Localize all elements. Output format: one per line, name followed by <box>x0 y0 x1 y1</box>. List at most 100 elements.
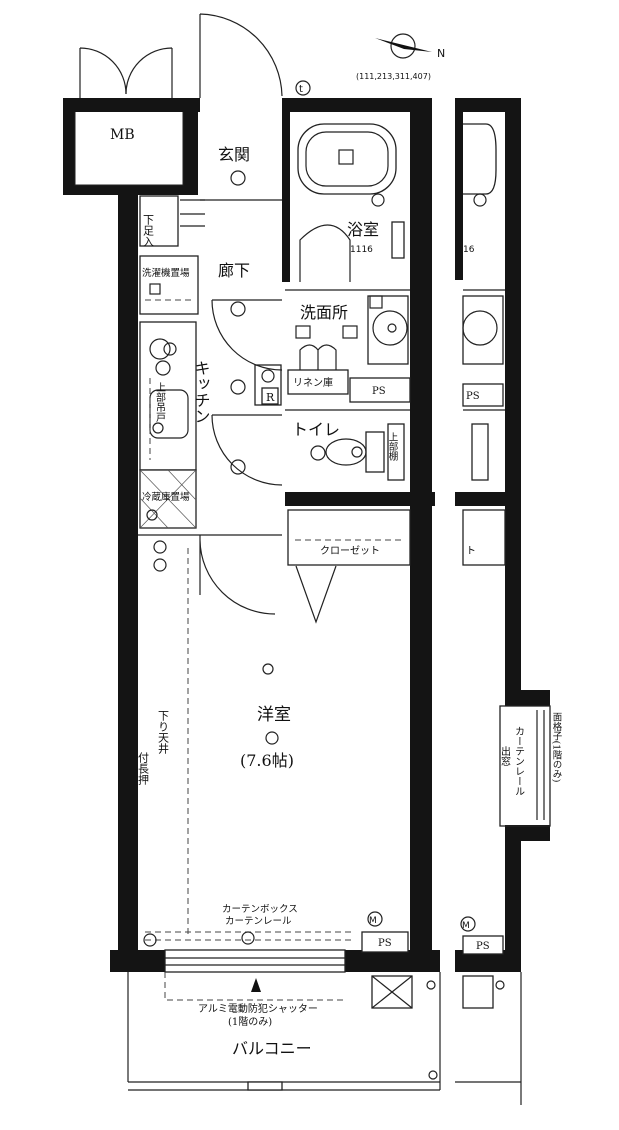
room-ceiling-light-icon <box>262 663 274 675</box>
faucet-icon <box>152 422 164 434</box>
balcony-drain-icon <box>426 980 436 990</box>
stove-burner-2-icon <box>163 342 177 356</box>
neighbor-ps-label-lower: PS <box>476 941 490 952</box>
lowered-ceiling-label: 下り天井 <box>157 710 170 755</box>
neighbor-wall-bottom <box>455 950 521 972</box>
wall-bottom-left <box>110 950 165 972</box>
closet-label: クローゼット <box>320 545 380 557</box>
balcony-label: バルコニー <box>232 1039 312 1058</box>
shoe-box-label: 下足入 <box>142 214 155 247</box>
wall-right <box>410 98 432 958</box>
washroom-cabinet-2 <box>342 325 358 339</box>
mb-area: MB <box>63 47 198 195</box>
grille-label: 面格子(1階のみ) <box>551 712 563 782</box>
neighbor-bath-size: 16 <box>463 245 475 255</box>
wall-toilet-bottom <box>285 492 435 506</box>
washer-space-label: 洗濯機置場 <box>142 267 190 279</box>
toilet-area: トイレ 上部棚 <box>292 420 405 481</box>
entrance-door: t <box>199 13 311 98</box>
wall-left <box>118 190 138 955</box>
western-room-label: 洋室 <box>257 705 291 725</box>
wall-bath-inner <box>282 112 290 282</box>
bath-label: 浴室 <box>347 220 379 239</box>
bath-door <box>299 224 351 282</box>
toilet-bowl-icon <box>325 438 367 466</box>
shower-icon <box>371 193 385 207</box>
bath-drain-icon <box>338 149 354 165</box>
compass-north-label: N <box>437 47 445 60</box>
basin-icon <box>372 310 408 346</box>
closet-door <box>295 565 337 624</box>
toilet-tank <box>365 431 385 473</box>
sliding-window <box>164 949 346 973</box>
mb-door-left <box>79 47 127 98</box>
bathtub-inner <box>305 131 389 187</box>
neighbor-unit: 16 PS ト 出窓 カーテンレール 面格子(1階のみ) M PS <box>455 98 562 1105</box>
neighbor-basin-icon <box>462 310 498 346</box>
bath-size: 1116 <box>350 245 373 255</box>
toilet-label: トイレ <box>292 420 340 439</box>
wall-top-left <box>63 98 200 112</box>
washroom-area: 洗面所 リネン庫 PS <box>285 289 411 411</box>
washer-drain-icon <box>149 283 161 295</box>
room-door <box>199 535 276 615</box>
tel-symbol-icon <box>295 80 311 96</box>
room-size-label: (7.6帖) <box>240 751 294 770</box>
bathtub <box>297 123 397 195</box>
ps-label-upper: PS <box>372 386 386 397</box>
closet-area: クローゼット <box>287 509 411 624</box>
entry-arrow-icon <box>251 978 261 992</box>
refrigerator-symbol: R <box>266 391 275 404</box>
ps-box-upper <box>349 377 411 403</box>
main-walls <box>63 98 440 972</box>
washer-space: 洗濯機置場 <box>139 255 199 315</box>
window-outlet-icon <box>143 933 157 947</box>
linen-cabinet <box>287 369 349 395</box>
room-outlet-icon <box>153 540 167 554</box>
hall-door <box>180 199 205 227</box>
neighbor-drain-icon <box>495 980 505 990</box>
basin-drain-icon <box>387 323 397 333</box>
upper-shelf-label: 上部棚 <box>387 432 399 461</box>
washroom-label: 洗面所 <box>300 303 348 322</box>
wall-bottom-right <box>345 950 440 972</box>
washroom-outlet-icon <box>369 295 383 309</box>
shutter-note: (1階のみ) <box>228 1016 272 1028</box>
neighbor-ps-label-upper: PS <box>466 391 480 402</box>
mb-box <box>74 107 184 186</box>
neighbor-meter-circle <box>460 916 476 932</box>
compass-circle <box>390 33 416 59</box>
ps-box-lower <box>361 931 409 953</box>
neighbor-wall-right <box>505 98 521 694</box>
hall-label: 廊下 <box>218 261 250 280</box>
fridge-space-label: 冷蔵庫置場 <box>142 491 190 503</box>
balcony-drain-2-icon <box>428 1070 438 1080</box>
curtain-light-icon <box>241 931 255 945</box>
room-fixture-icon <box>265 731 279 745</box>
fridge-area: R <box>254 364 282 406</box>
linen-label: リネン庫 <box>293 376 333 389</box>
window-area: カーテンボックス カーテンレール M PS <box>143 904 409 992</box>
side-curtain-rail-label: カーテンレール <box>513 726 525 796</box>
neighbor-ps-upper <box>462 383 504 407</box>
shutter-label: アルミ電動防犯シャッター <box>198 1002 318 1015</box>
curtain-box-label: カーテンボックス <box>222 904 298 915</box>
balcony-area: アルミ電動防犯シャッター (1階のみ) バルコニー <box>127 972 441 1091</box>
neighbor-meter-symbol: M <box>462 921 470 931</box>
neighbor-wall-mid <box>455 492 510 506</box>
washroom-door <box>211 299 283 371</box>
toilet-door <box>211 414 283 486</box>
compass-ref-code: (111,213,311,407) <box>356 72 431 81</box>
ps-label-lower: PS <box>378 938 392 949</box>
bay-window <box>499 705 551 827</box>
long-drawer-label: 付長押 <box>137 752 150 786</box>
compass: N (111,213,311,407) <box>356 33 445 81</box>
kitchen-area: 上部吊戸 <box>139 321 197 471</box>
entrance-label: 玄関 <box>218 145 250 164</box>
fridge-space-outlet-icon <box>146 509 158 521</box>
wall-top-right <box>282 98 432 112</box>
stove-burner-3-icon <box>155 360 171 376</box>
western-room: 下り天井 付長押 洋室 (7.6帖) <box>137 548 294 935</box>
meter-symbol: M <box>369 916 377 926</box>
